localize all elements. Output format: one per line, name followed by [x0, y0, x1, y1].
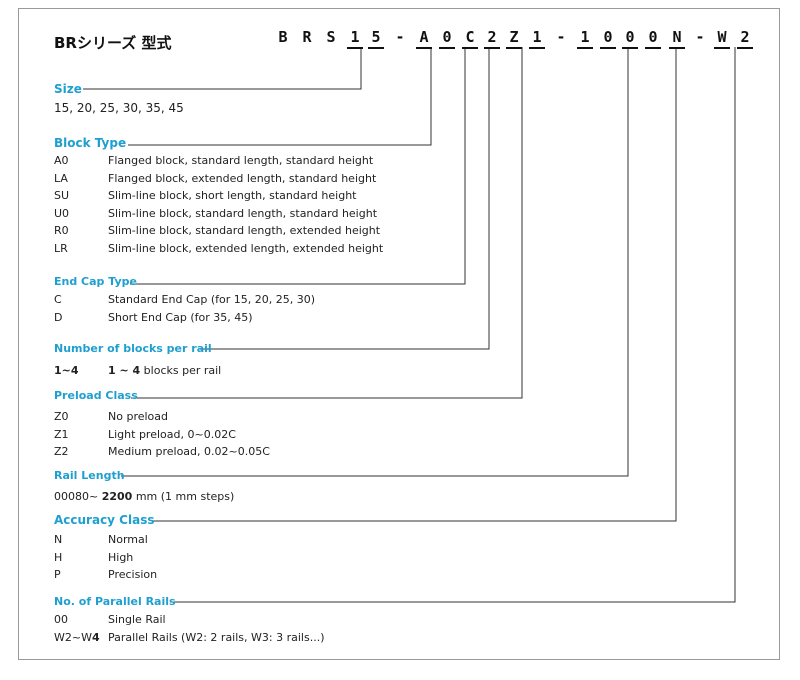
- section-accuracy-label: Accuracy Class: [54, 513, 155, 527]
- diagram-title: BRシリーズ 型式: [54, 34, 172, 52]
- block-type-desc: Slim-line block, short length, standard …: [108, 189, 357, 202]
- code-char: 0: [439, 28, 455, 49]
- preload-desc: Light preload, 0~0.02C: [108, 427, 236, 441]
- code-char: A: [416, 28, 432, 49]
- block-type-code: LA: [54, 171, 68, 185]
- preload-code: Z1: [54, 427, 69, 441]
- code-char: 2: [484, 28, 500, 49]
- end-cap-code: D: [54, 310, 63, 324]
- accuracy-code: H: [54, 550, 63, 564]
- code-char: Z: [506, 28, 522, 49]
- leader-block-type: [128, 47, 432, 146]
- block-type-desc: Slim-line block, standard length, extend…: [108, 224, 381, 237]
- block-type-desc: Slim-line block, extended length, extend…: [108, 241, 384, 255]
- size-values: 15, 20, 25, 30, 35, 45: [54, 101, 184, 115]
- preload-code: Z2: [54, 445, 69, 458]
- code-char: 1: [577, 28, 593, 49]
- accuracy-code: N: [54, 533, 63, 546]
- code-char: 2: [737, 28, 753, 49]
- section-parallel-label: No. of Parallel Rails: [54, 595, 176, 608]
- leader-preload: [131, 47, 523, 399]
- parallel-w-code: W2~W4: [54, 631, 100, 644]
- end-cap-desc: Short End Cap (for 35, 45): [108, 310, 253, 324]
- block-type-desc: Flanged block, extended length, standard…: [108, 171, 377, 185]
- end-cap-code: C: [54, 293, 62, 306]
- code-char: 5: [368, 28, 384, 49]
- accuracy-desc: High: [108, 550, 134, 564]
- rail-length-max: 2200: [101, 490, 133, 503]
- preload-desc: No preload: [108, 410, 168, 423]
- accuracy-code: P: [54, 568, 61, 581]
- block-type-code: A0: [54, 154, 69, 167]
- code-char: W: [714, 28, 730, 49]
- blocks-code: 1~4: [54, 364, 79, 377]
- parallel-desc: Single Rail: [108, 613, 166, 626]
- blocks-desc-bold: 1 ~ 4: [108, 364, 141, 377]
- section-preload-label: Preload Class: [54, 389, 138, 402]
- code-char: 0: [622, 28, 638, 49]
- accuracy-desc: Precision: [108, 568, 158, 581]
- code-char: 0: [600, 28, 616, 49]
- leader-size: [83, 47, 362, 90]
- block-type-code: R0: [54, 224, 69, 237]
- code-char: -: [395, 28, 405, 46]
- blocks-desc: 1 ~ 4 blocks per rail: [108, 364, 221, 377]
- rail-length-suffix: mm (1 mm steps): [132, 490, 235, 503]
- block-type-code: U0: [54, 206, 70, 220]
- section-end-cap-label: End Cap Type: [54, 275, 137, 288]
- preload-desc: Medium preload, 0.02~0.05C: [108, 445, 270, 458]
- rail-length-prefix: 00080~: [54, 490, 102, 503]
- parallel-w-code-b: 4: [91, 631, 100, 644]
- section-size-label: Size: [54, 82, 82, 96]
- end-cap-desc: Standard End Cap (for 15, 20, 25, 30): [108, 293, 316, 306]
- block-type-code: LR: [54, 241, 68, 255]
- leader-blocks: [200, 47, 490, 350]
- leader-end-cap: [130, 47, 466, 285]
- code-char: 0: [645, 28, 661, 49]
- section-block-type-label: Block Type: [54, 136, 127, 150]
- parallel-code: 00: [54, 613, 68, 626]
- leader-rail-length: [121, 47, 629, 477]
- rail-length-range: 00080~ 2200 mm (1 mm steps): [54, 490, 234, 503]
- code-char: -: [556, 28, 566, 46]
- code-char: B: [278, 28, 288, 46]
- code-char: 1: [347, 28, 363, 49]
- preload-code: Z0: [54, 410, 69, 423]
- code-char: R: [302, 28, 312, 46]
- diagram-frame: [18, 8, 780, 660]
- leader-accuracy: [152, 47, 677, 522]
- section-blocks-label: Number of blocks per rail: [54, 342, 212, 355]
- leader-parallel: [170, 47, 736, 603]
- code-char: 1: [529, 28, 545, 49]
- code-char: N: [669, 28, 685, 49]
- accuracy-desc: Normal: [108, 533, 148, 546]
- block-type-desc: Flanged block, standard length, standard…: [108, 154, 374, 167]
- block-type-desc: Slim-line block, standard length, standa…: [108, 206, 378, 220]
- blocks-desc-rest: blocks per rail: [140, 364, 222, 377]
- section-rail-length-label: Rail Length: [54, 469, 125, 482]
- code-char: C: [462, 28, 478, 49]
- parallel-w-code-a: W2~W: [54, 631, 92, 644]
- parallel-w-desc: Parallel Rails (W2: 2 rails, W3: 3 rails…: [108, 631, 325, 644]
- code-char: -: [695, 28, 705, 46]
- code-char: S: [326, 28, 336, 46]
- block-type-code: SU: [54, 189, 70, 202]
